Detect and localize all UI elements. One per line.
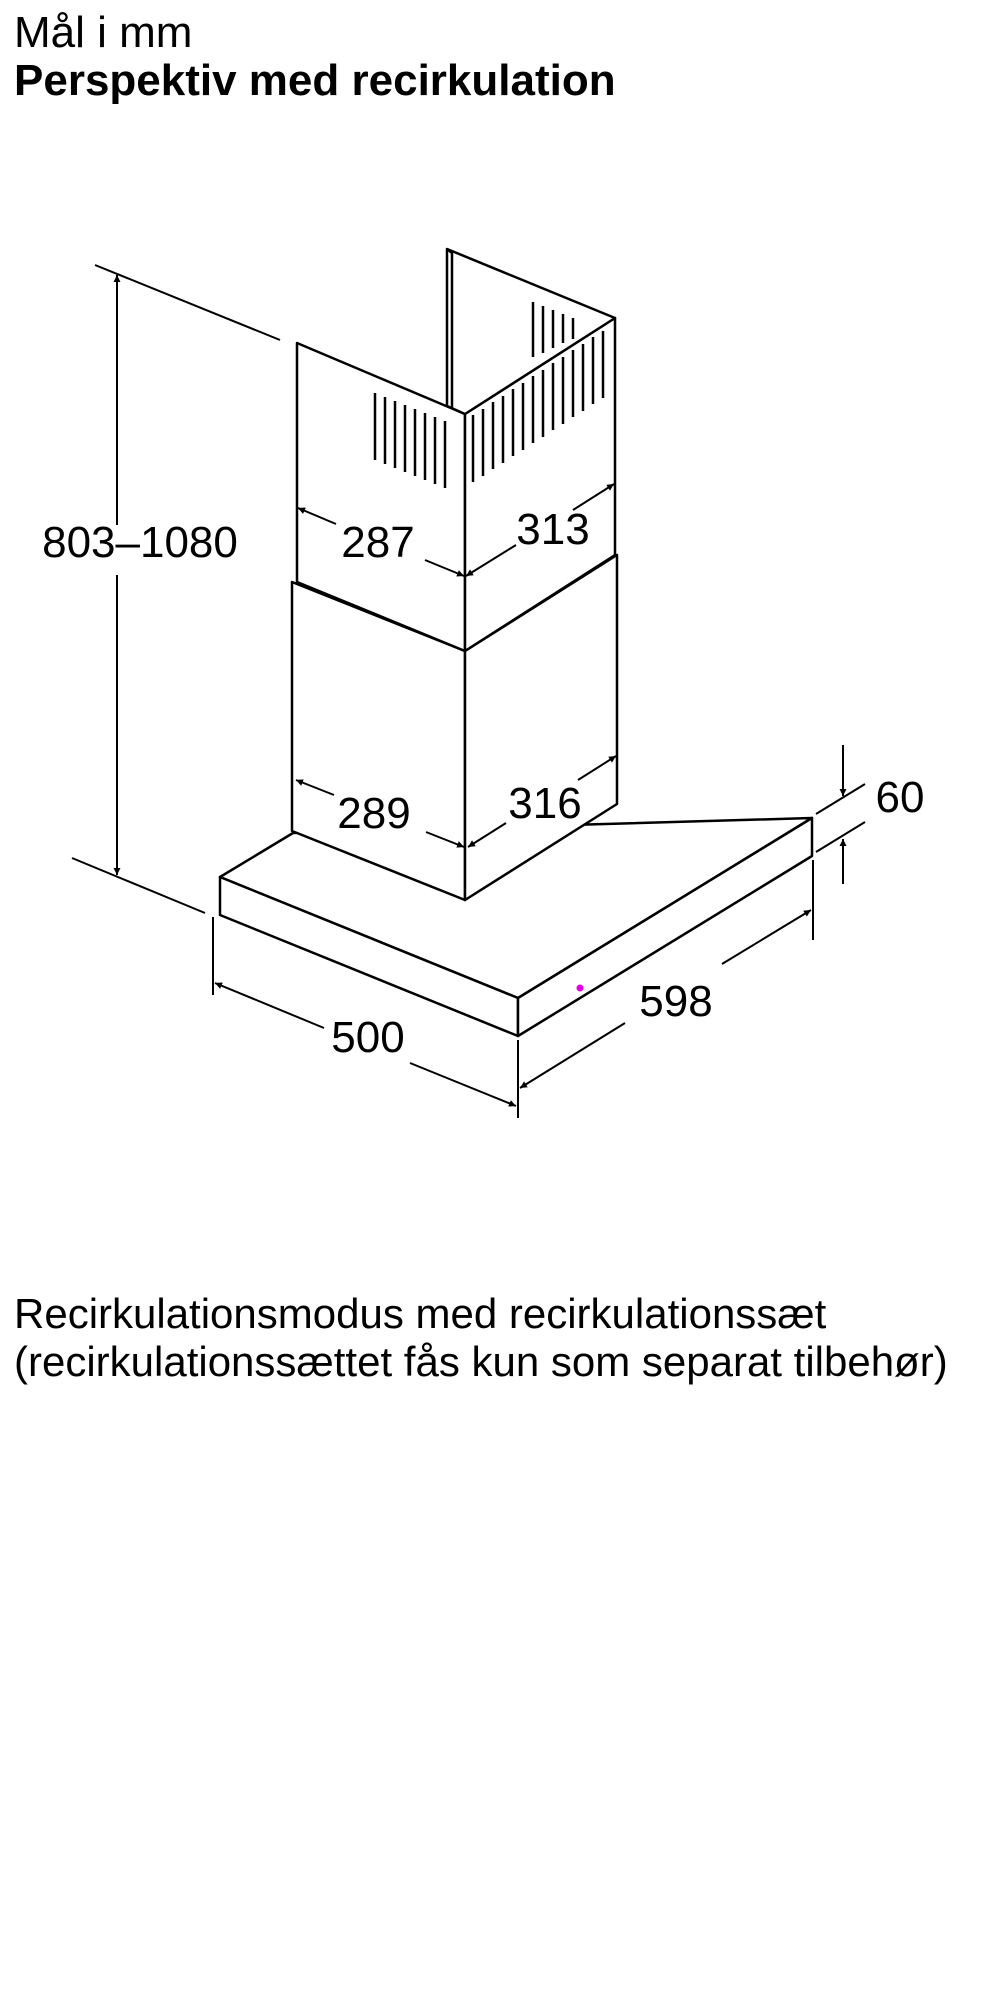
lower-depth-dimension-line [295, 779, 465, 848]
upper-depth-label: 287 [341, 518, 414, 567]
canopy-depth-dimension-line [212, 917, 519, 1118]
canopy [218, 816, 814, 1038]
thickness-dimension-line [815, 745, 866, 884]
vent-slots-right [471, 331, 605, 482]
vent-slots-back [531, 302, 575, 357]
lower-width-dimension-line [467, 755, 617, 848]
diagram-title: Perspektiv med recirkulation [14, 56, 616, 105]
canopy-width-dimension-line [519, 860, 814, 1089]
unit-label: Mål i mm [14, 8, 193, 57]
thickness-label: 60 [876, 773, 925, 822]
upper-width-label: 313 [516, 505, 589, 554]
lower-width-label: 316 [508, 779, 581, 828]
description-text: Recirkulationsmodus med recirkulationssæ… [14, 1290, 948, 1385]
height-dimension-line [71, 264, 281, 914]
lower-depth-label: 289 [337, 789, 410, 838]
hood-dimension-drawing: 803–1080 287 313 289 316 60 500 598 [42, 247, 925, 1118]
canopy-depth-label: 500 [331, 1013, 404, 1062]
upper-width-dimension-line [465, 483, 615, 577]
vent-slots-left [373, 393, 447, 488]
canopy-width-label: 598 [639, 977, 712, 1026]
marker-dot [576, 984, 584, 992]
height-label: 803–1080 [42, 518, 238, 567]
upper-depth-dimension-line [297, 507, 465, 577]
